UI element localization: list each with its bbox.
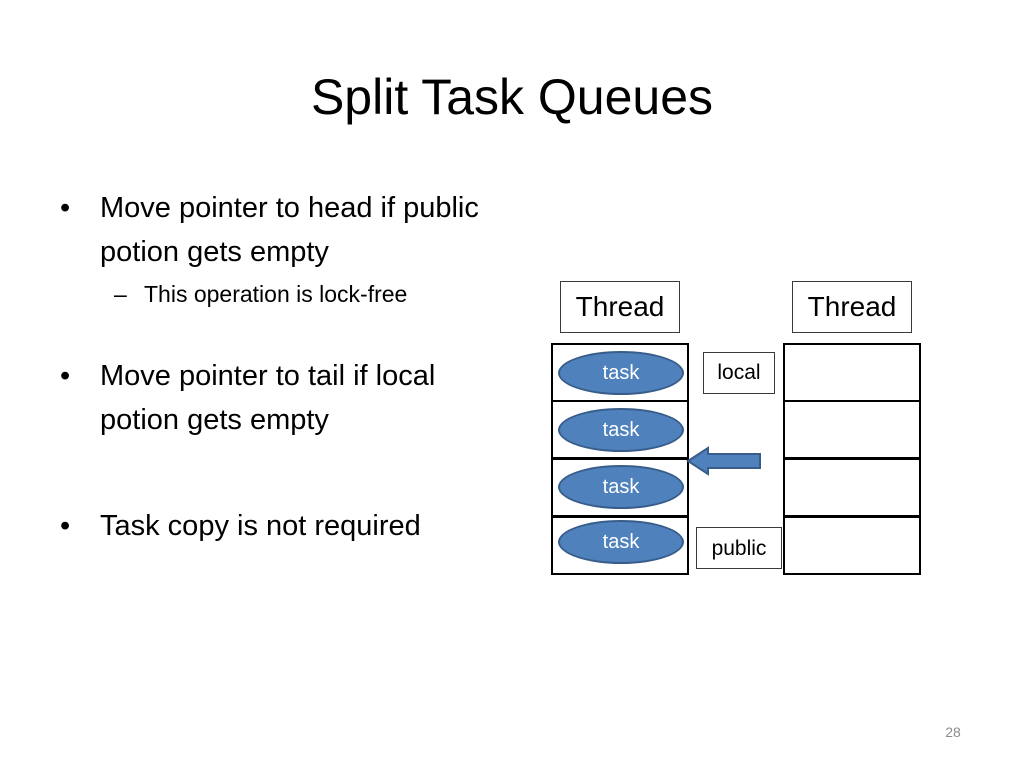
queue-slot — [783, 343, 921, 402]
task-ellipse: task — [558, 351, 684, 395]
steal-arrow-icon — [686, 446, 761, 476]
queue-slot — [783, 400, 921, 459]
bullet-item: • Move pointer to tail if local potion g… — [56, 354, 496, 442]
task-ellipse: task — [558, 465, 684, 509]
local-label: local — [703, 352, 775, 394]
queue-slot — [783, 516, 921, 575]
sub-bullet-dash: – — [114, 281, 127, 307]
page-number: 28 — [945, 724, 961, 740]
slide-title: Split Task Queues — [310, 69, 714, 125]
bullet-dot: • — [60, 510, 71, 542]
bullet-item: • Task copy is not required — [56, 504, 496, 548]
bullet-text: Task copy is not required — [100, 510, 421, 542]
sub-bullet-text: This operation is lock-free — [144, 281, 408, 307]
right-thread-label: Thread — [792, 281, 912, 333]
arrow-shape — [686, 446, 761, 476]
task-ellipse: task — [558, 520, 684, 564]
sub-bullet-item: – This operation is lock-free — [56, 276, 496, 312]
bullet-item: • Move pointer to head if public potion … — [56, 186, 496, 274]
right-task-queue — [783, 343, 921, 575]
left-thread-label: Thread — [560, 281, 680, 333]
bullet-text: Move pointer to tail if local potion get… — [100, 360, 436, 436]
bullet-dot: • — [60, 192, 71, 224]
bullet-dot: • — [60, 360, 71, 392]
task-ellipse: task — [558, 408, 684, 452]
public-label: public — [696, 527, 782, 569]
queue-slot — [783, 458, 921, 517]
bullet-text: Move pointer to head if public potion ge… — [100, 192, 479, 268]
bullet-list: • Move pointer to head if public potion … — [56, 186, 496, 548]
